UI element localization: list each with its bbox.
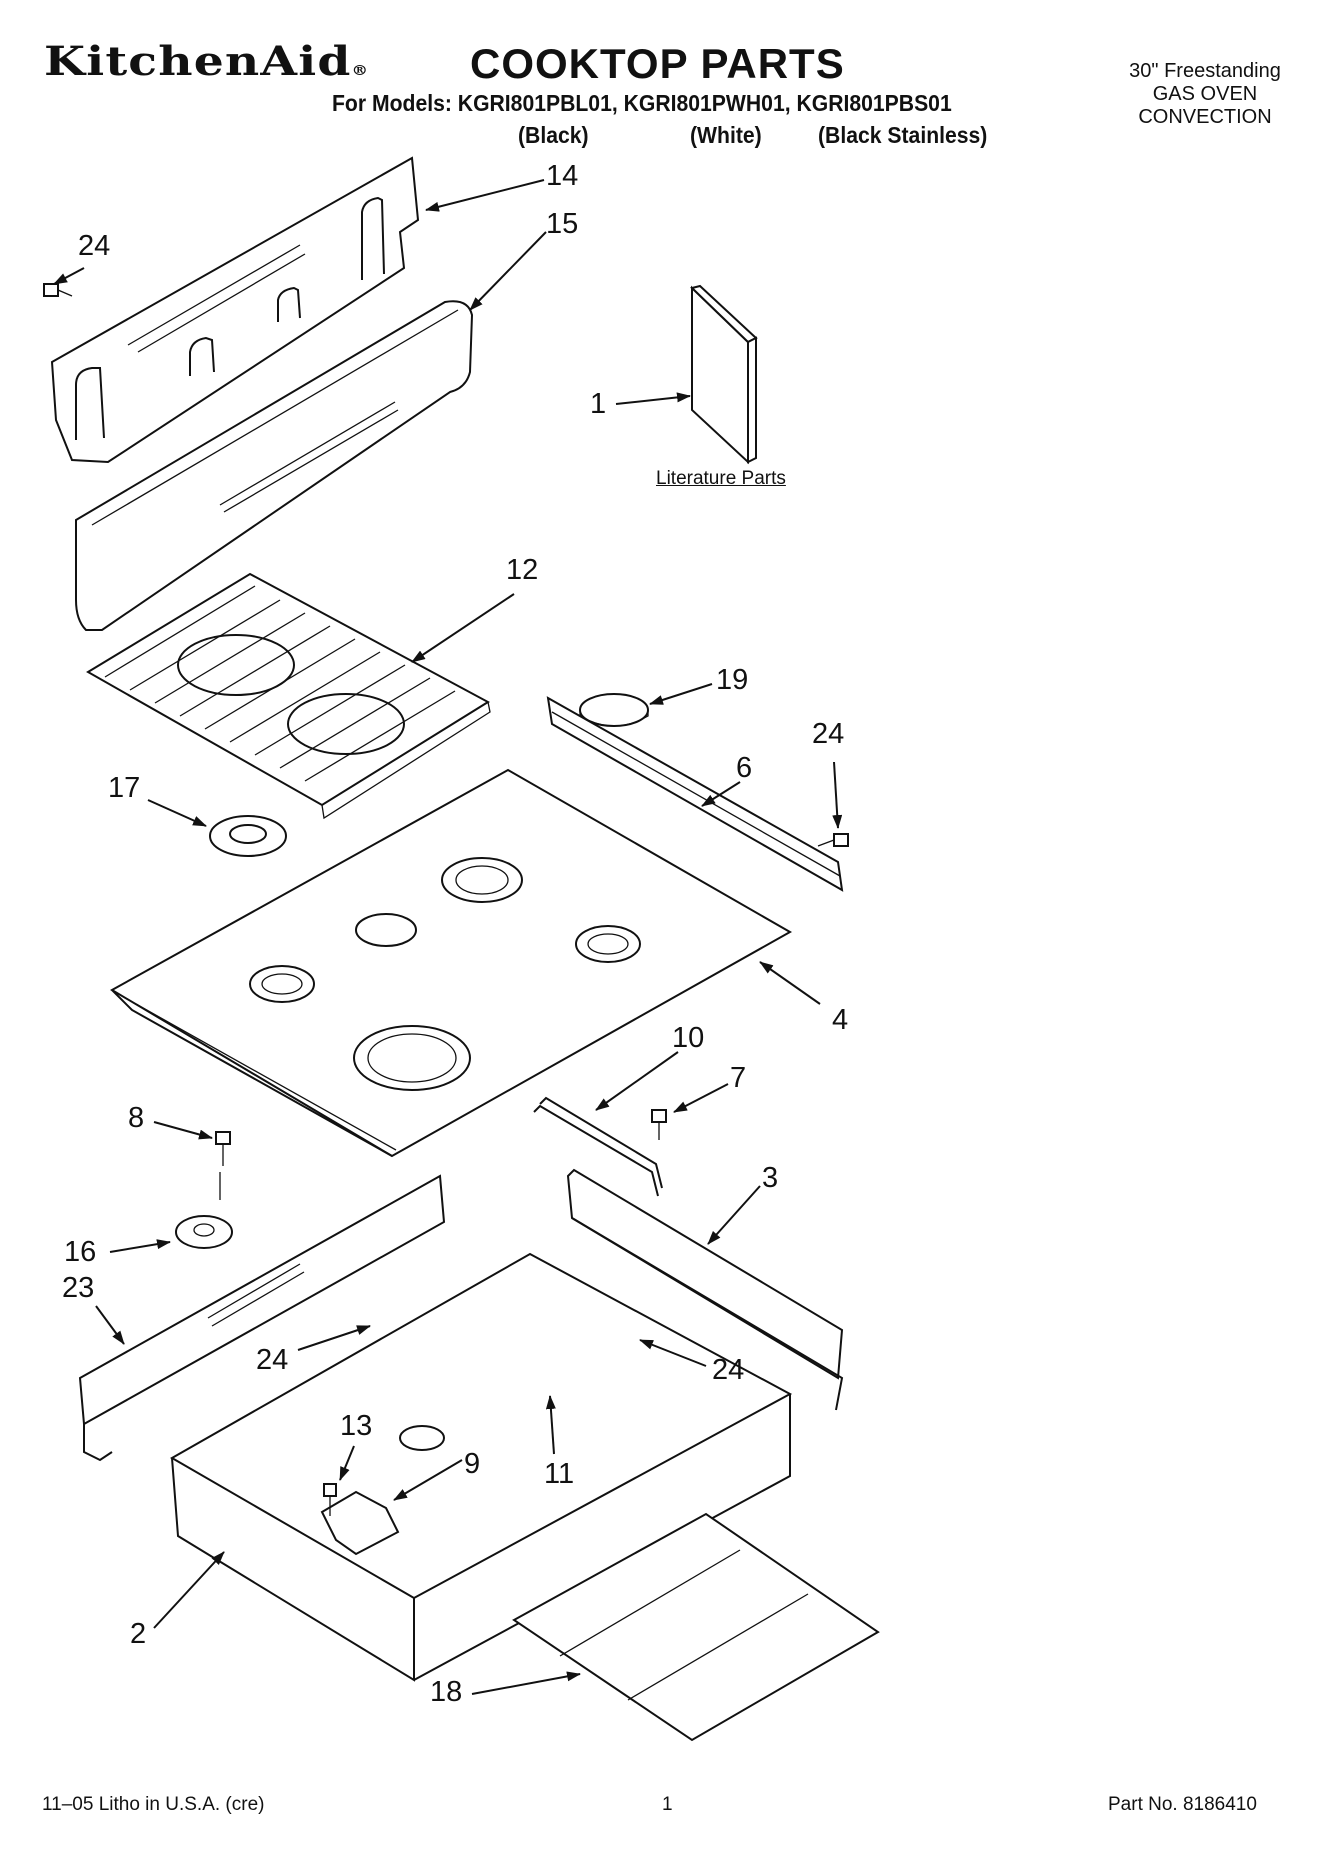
part-side-panel-right (566, 1168, 844, 1411)
part-literature-booklet (690, 284, 758, 465)
screw-24-right (817, 833, 849, 847)
literature-parts-label: Literature Parts (656, 468, 786, 489)
callout-17: 17 (108, 772, 141, 804)
screw-13 (323, 1483, 337, 1516)
part-backguard-trim (75, 300, 474, 631)
callout-15: 15 (546, 208, 579, 240)
callout-16: 16 (64, 1236, 97, 1268)
callout-9: 9 (464, 1448, 481, 1480)
spec-line-mode: CONVECTION (1138, 106, 1272, 128)
part-bracket-9 (320, 1490, 400, 1556)
part-rear-trim-strip (546, 696, 844, 892)
part-number: Part No. 8186410 (1108, 1794, 1257, 1815)
callout-6: 6 (736, 752, 753, 784)
spec-line-type: GAS OVEN (1152, 83, 1258, 105)
part-burner-base (209, 815, 287, 857)
callout-24-right: 24 (812, 718, 845, 750)
appliance-spec: 30" Freestanding GAS OVEN CONVECTION (1100, 60, 1310, 129)
screw-24-top (43, 283, 73, 297)
callout-24-left: 24 (256, 1344, 289, 1376)
callout-19: 19 (716, 664, 749, 696)
callout-8: 8 (128, 1102, 145, 1134)
print-info: 11–05 Litho in U.S.A. (cre) (42, 1794, 265, 1815)
spec-line-size: 30" Freestanding (1129, 60, 1281, 82)
part-burner-grate (86, 572, 491, 820)
variant-black: (Black) (518, 122, 589, 148)
callout-13: 13 (340, 1410, 373, 1442)
brand-logo: KitchenAid® (44, 38, 369, 85)
callout-24-top: 24 (78, 230, 111, 262)
page-title: COOKTOP PARTS (470, 40, 845, 87)
variant-white: (White) (690, 122, 762, 148)
callout-4: 4 (832, 1004, 849, 1036)
brand-name: KitchenAid (44, 38, 352, 85)
models-line: For Models: KGRI801PBL01, KGRI801PWH01, … (332, 90, 952, 116)
page-number: 1 (662, 1794, 673, 1815)
callout-2: 2 (130, 1618, 147, 1650)
part-bracket (533, 1096, 663, 1197)
callout-14: 14 (546, 160, 579, 192)
registered-mark: ® (351, 63, 370, 79)
part-side-panel-left (78, 1174, 446, 1462)
variant-black-stainless: (Black Stainless) (818, 122, 988, 148)
part-backguard-panel (50, 156, 420, 464)
callout-11: 11 (544, 1458, 575, 1490)
part-valve (175, 1172, 233, 1249)
callout-1: 1 (590, 388, 607, 420)
callout-10: 10 (672, 1022, 705, 1054)
callout-leaders (53, 179, 843, 1695)
callout-3: 3 (762, 1162, 779, 1194)
part-burner-box (169, 1252, 793, 1682)
part-flame-spreader (512, 1512, 880, 1742)
part-cooktop (109, 768, 793, 1158)
callout-7: 7 (730, 1062, 747, 1094)
screw-8 (215, 1131, 231, 1166)
callout-18: 18 (430, 1676, 463, 1708)
callout-24-lower-right: 24 (712, 1354, 745, 1386)
callout-12: 12 (506, 554, 539, 586)
callout-23: 23 (62, 1272, 95, 1304)
screw-7 (651, 1109, 667, 1140)
